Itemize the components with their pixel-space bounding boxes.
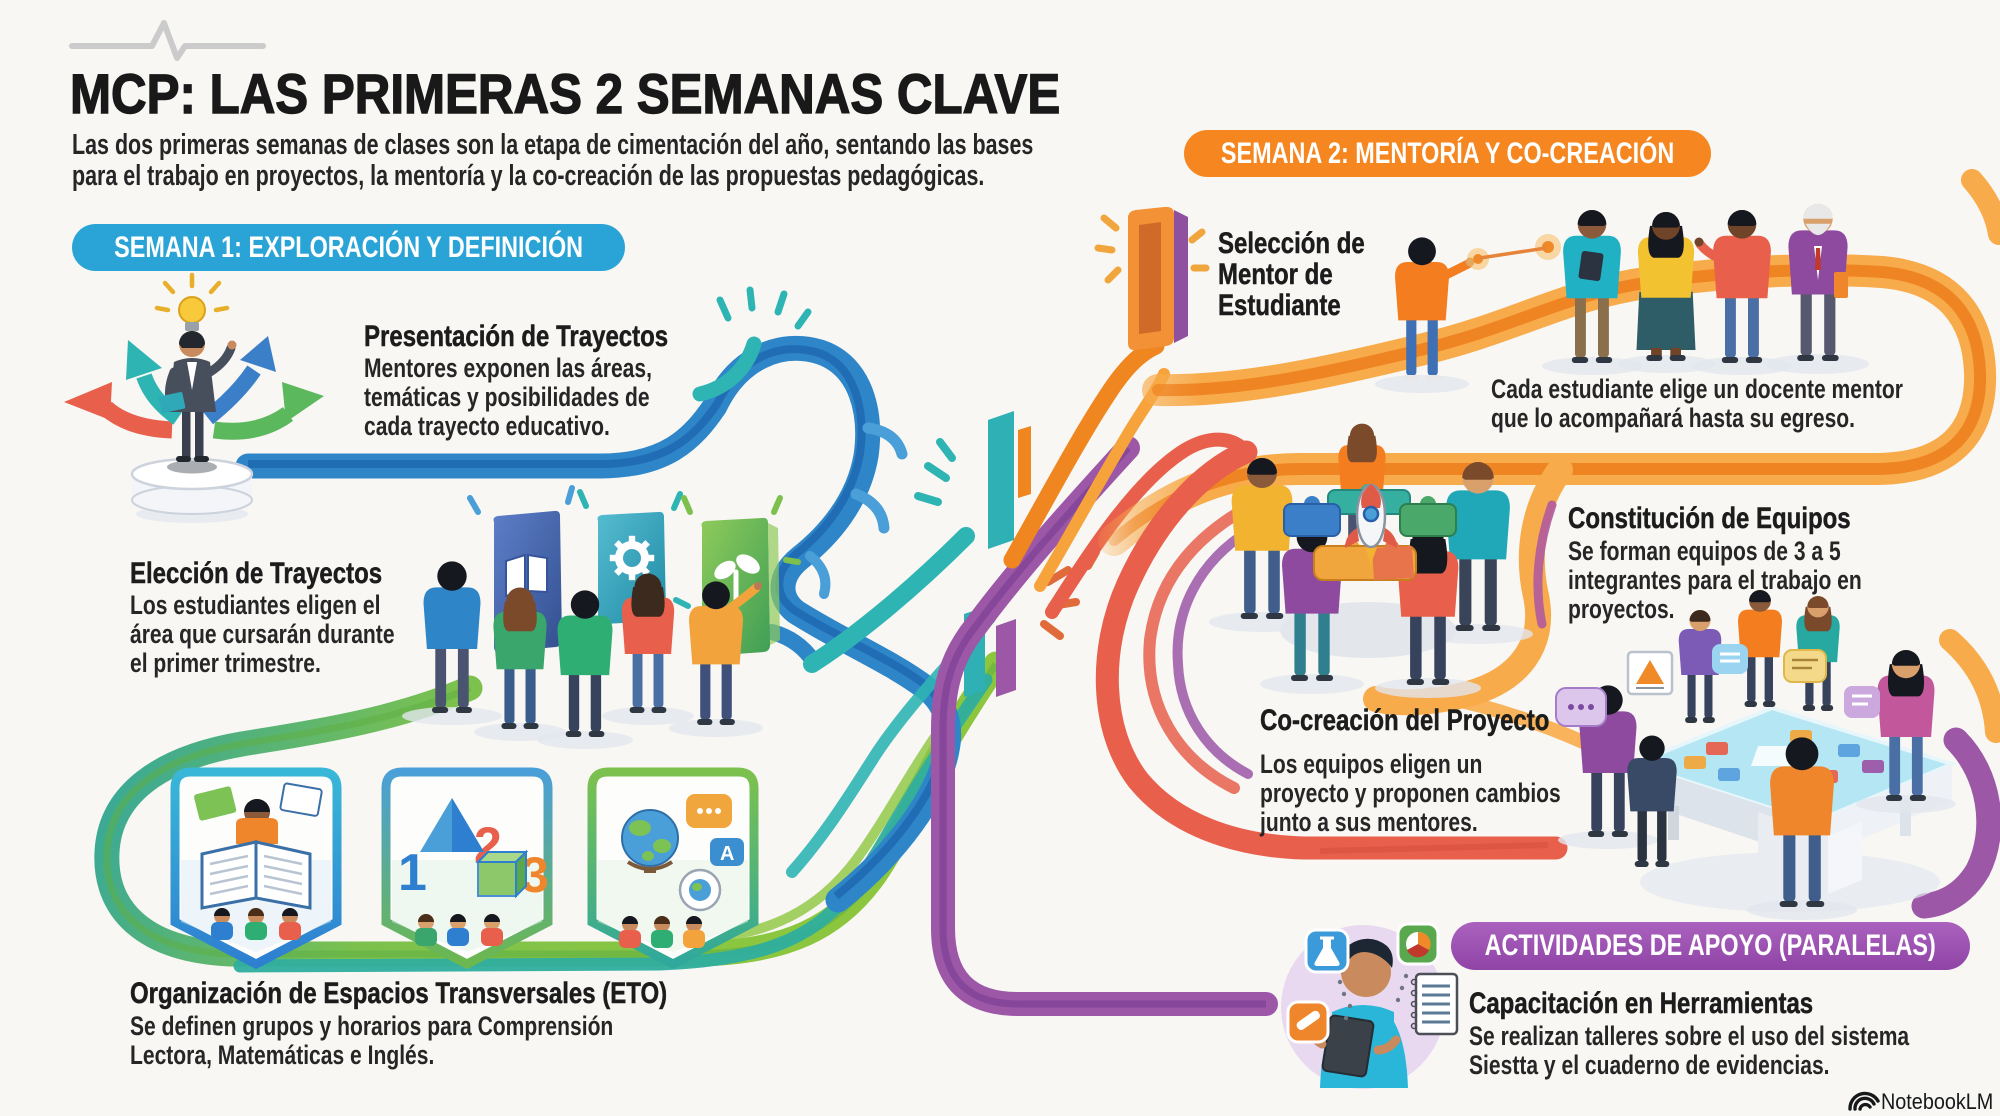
svg-text:1: 1 [398, 844, 427, 902]
svg-text:A: A [720, 843, 734, 865]
